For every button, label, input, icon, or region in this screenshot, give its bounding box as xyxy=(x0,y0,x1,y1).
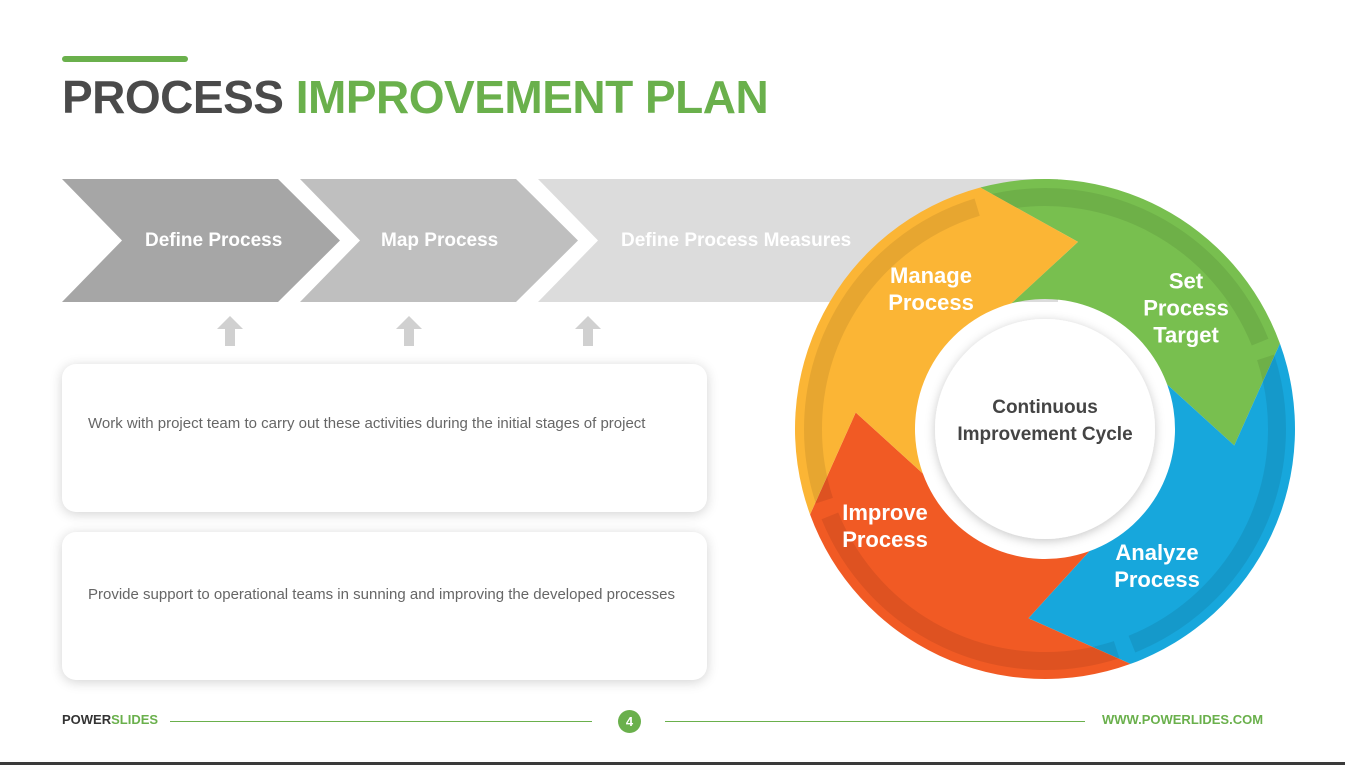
step-define-process-shape xyxy=(62,179,340,302)
step-map-process-shape xyxy=(300,179,578,302)
segment-label-manage-process: Manage Process xyxy=(888,262,974,316)
segment-manage-process-shade xyxy=(804,198,980,504)
step-define-measures-label: Define Process Measures xyxy=(621,229,852,251)
segment-label-line: Process xyxy=(1143,295,1229,321)
center-circle xyxy=(935,319,1155,539)
segment-improve-process xyxy=(810,412,1131,679)
up-arrow-icon xyxy=(217,316,243,346)
up-arrow-icon xyxy=(575,316,601,346)
title-accent-bar xyxy=(62,56,188,62)
segment-label-improve-process: Improve Process xyxy=(842,499,928,553)
center-label-line-2: Improvement Cycle xyxy=(957,424,1133,445)
center-label-line-1: Continuous xyxy=(992,397,1098,418)
segment-label-line: Improve xyxy=(842,500,928,525)
segment-set-process-target xyxy=(980,179,1280,446)
segment-label-line: Set xyxy=(1168,268,1204,294)
segment-label-set-process-target: Set Process Target xyxy=(1143,268,1229,349)
description-card-2: Provide support to operational teams in … xyxy=(62,532,707,680)
footer-divider-left xyxy=(170,721,592,722)
footer-url-link[interactable]: WWW.POWERLIDES.COM xyxy=(1102,712,1264,727)
up-arrow-icon xyxy=(396,316,422,346)
segment-label-analyze-process: Analyze Process xyxy=(1114,539,1200,593)
segment-label-line: Manage xyxy=(890,263,972,288)
description-card-1: Work with project team to carry out thes… xyxy=(62,364,707,512)
footer-brand: POWERSLIDES xyxy=(62,712,158,727)
title-part-2: IMPROVEMENT PLAN xyxy=(295,71,769,123)
segment-manage-process xyxy=(794,187,1078,515)
segment-analyze-process xyxy=(1028,343,1295,664)
step-define-process-label: Define Process xyxy=(145,229,283,251)
title-part-1: PROCESS xyxy=(62,71,284,123)
page-number-badge: 4 xyxy=(618,710,641,733)
description-card-2-text: Provide support to operational teams in … xyxy=(88,586,676,603)
bottom-rule xyxy=(0,762,1345,765)
segment-analyze-process-shade xyxy=(1128,354,1286,653)
segment-label-line: Process xyxy=(888,290,974,315)
step-map-process-label: Map Process xyxy=(381,229,499,251)
segment-set-process-target-shade xyxy=(990,188,1269,346)
segment-label-line: Process xyxy=(842,527,928,552)
segment-label-line: Target xyxy=(1153,322,1219,348)
segment-label-line: Analyze xyxy=(1115,540,1199,565)
footer-divider-right xyxy=(665,721,1085,722)
description-card-1-text: Work with project team to carry out thes… xyxy=(88,415,646,432)
segment-improve-process-shade xyxy=(821,512,1120,670)
segment-label-line: Process xyxy=(1114,567,1200,592)
cycle-center-label: Continuous Improvement Cycle xyxy=(957,394,1132,448)
page-title: PROCESS IMPROVEMENT PLAN xyxy=(62,71,769,123)
improvement-cycle-diagram xyxy=(794,179,1295,679)
footer-brand-part-1: POWER xyxy=(62,712,112,727)
footer-brand-part-2: SLIDES xyxy=(111,712,159,727)
